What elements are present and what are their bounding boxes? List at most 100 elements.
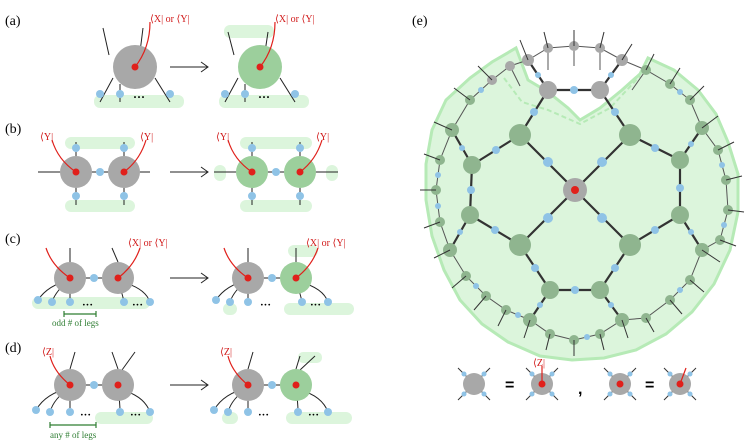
blue-node: [221, 90, 229, 98]
dangling-leg: [645, 53, 655, 71]
blue-node: [212, 296, 220, 304]
blue-node: [457, 229, 463, 235]
blue-node: [248, 144, 256, 152]
red-dot: [114, 274, 122, 282]
blue-node: [611, 108, 619, 116]
dangling-leg: [477, 65, 493, 81]
red-dot: [72, 168, 80, 176]
red-dot: [244, 274, 252, 282]
green-node: [619, 124, 641, 146]
green-highlight: [32, 297, 150, 309]
separator-comma: ,: [578, 381, 582, 398]
blue-node: [96, 168, 104, 176]
leg-line: [111, 247, 119, 263]
blue-node: [687, 391, 693, 397]
red-projection-line: [227, 139, 253, 173]
blue-node: [298, 298, 306, 306]
panel-a: (a) ⟨X| or ⟨Y| ··· ⟨X| or ⟨Y| ···: [5, 14, 315, 108]
dangling-leg: [689, 279, 705, 293]
blue-node: [90, 274, 98, 282]
blue-node: [72, 144, 80, 152]
blue-node: [584, 334, 590, 340]
blue-node: [146, 298, 154, 306]
arrow-head: [200, 272, 209, 284]
blue-node: [478, 87, 484, 93]
gray-node: [591, 81, 609, 99]
green-node: [591, 281, 609, 299]
blue-node: [146, 408, 154, 416]
blue-node: [467, 186, 475, 194]
green-node: [463, 156, 481, 174]
green-boundary-dashed: [503, 75, 641, 126]
red-label: ⟨X| or ⟨Y|: [275, 14, 315, 25]
panel-e: (e): [412, 14, 745, 401]
blue-node: [120, 144, 128, 152]
dangling-leg: [621, 43, 633, 61]
leg-line: [99, 77, 114, 103]
equals-sign: =: [505, 377, 514, 394]
red-dot: [292, 274, 300, 282]
blue-node: [244, 298, 252, 306]
red-label: ⟨X| or ⟨Y|: [306, 238, 346, 249]
panel-c-label: (c): [5, 232, 21, 247]
leg-line: [154, 77, 171, 103]
equals-sign: =: [645, 377, 654, 394]
panel-e-label: (e): [412, 14, 428, 29]
red-projection-line: [259, 21, 276, 68]
blue-node: [461, 371, 467, 377]
blue-node: [244, 408, 252, 416]
blue-node: [34, 296, 42, 304]
gray-node: [539, 81, 557, 99]
dangling-leg: [599, 31, 605, 49]
lattice-nodes: [431, 41, 733, 345]
green-node: [671, 206, 689, 224]
red-dot: [296, 168, 304, 176]
ellipsis: ···: [132, 299, 143, 311]
blue-node: [66, 408, 74, 416]
panel-d: (d) ⟨Z| ··· ··· any # of legs: [5, 341, 352, 440]
blue-node: [608, 72, 614, 78]
panel-d-label: (d): [5, 341, 22, 356]
green-highlight: [65, 137, 135, 149]
dangling-leg: [701, 115, 719, 129]
red-label: ⟨Z|: [42, 347, 54, 358]
blue-node: [481, 391, 487, 397]
blue-node: [248, 192, 256, 200]
ellipsis: ···: [258, 409, 269, 421]
red-dot: [538, 380, 546, 388]
red-dot: [248, 168, 256, 176]
leg-count-note: any # of legs: [50, 430, 97, 440]
green-node: [671, 151, 689, 169]
red-dot: [120, 168, 128, 176]
red-label: ⟨Z|: [533, 358, 545, 369]
dangling-leg: [599, 333, 605, 351]
dangling-leg: [497, 309, 507, 327]
green-highlight: [326, 165, 338, 181]
green-highlight: [219, 95, 309, 108]
blue-node: [435, 203, 441, 209]
blue-node: [226, 298, 234, 306]
blue-node: [627, 371, 633, 377]
blue-node: [492, 146, 500, 154]
red-dot: [676, 380, 684, 388]
arrow-head: [200, 166, 209, 178]
blue-node: [687, 371, 693, 377]
blue-node: [268, 274, 276, 282]
dangling-leg: [523, 319, 531, 339]
blue-node: [66, 298, 74, 306]
blue-node: [719, 162, 725, 168]
leg-line: [69, 351, 76, 370]
blue-node: [667, 391, 673, 397]
blue-node: [529, 371, 535, 377]
blue-node: [296, 144, 304, 152]
leg-count-note: odd # of legs: [52, 318, 99, 328]
ellipsis: ···: [258, 90, 270, 104]
ellipsis: ···: [260, 299, 271, 311]
blue-node: [667, 371, 673, 377]
red-dot: [66, 274, 74, 282]
blue-node: [597, 157, 607, 167]
dangling-leg: [453, 87, 471, 101]
blue-node: [530, 108, 538, 116]
blue-node: [481, 371, 487, 377]
blue-node: [90, 381, 98, 389]
